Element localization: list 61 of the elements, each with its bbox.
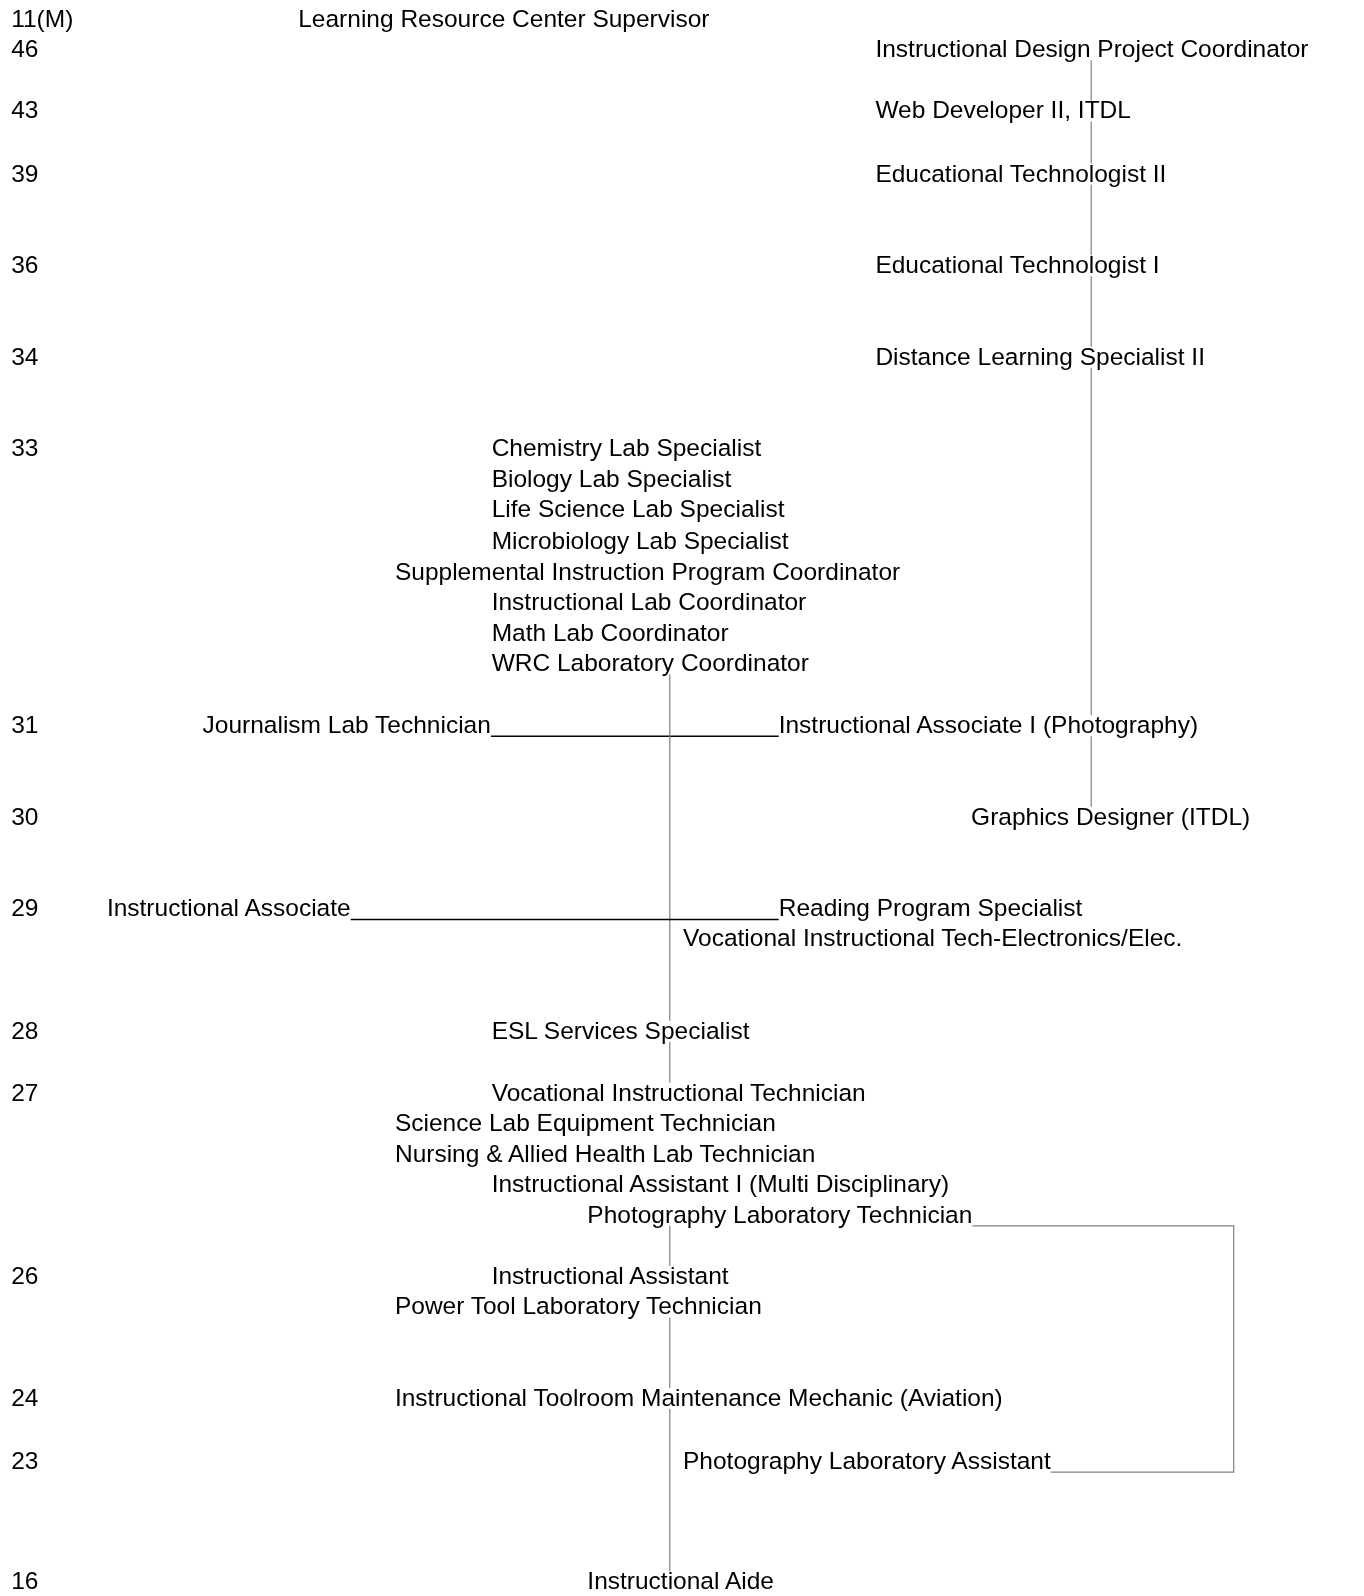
- job-title: Instructional Assistant I (Multi Disciplinary): [491, 1169, 950, 1199]
- job-title: Instructional Aide: [587, 1566, 774, 1596]
- job-title: Chemistry Lab Specialist: [491, 433, 762, 463]
- connector-line: [349, 918, 780, 921]
- connector-line: [1090, 120, 1092, 165]
- job-title: Biology Lab Specialist: [491, 463, 732, 493]
- connector-line: [669, 1225, 671, 1267]
- job-title: Distance Learning Specialist II: [875, 341, 1205, 371]
- grade-number: 26: [11, 1260, 39, 1290]
- job-title: Instructional Associate: [106, 893, 351, 923]
- connector-line: [1090, 275, 1092, 348]
- connector-line: [490, 735, 780, 738]
- job-title: Nursing & Allied Health Lab Technician: [394, 1138, 816, 1168]
- grade-number: 30: [11, 801, 39, 831]
- job-title: Photography Laboratory Assistant: [683, 1446, 1051, 1476]
- connector-line: [669, 1408, 671, 1572]
- connector-line: [1090, 183, 1092, 256]
- grade-number: 27: [11, 1077, 39, 1107]
- connector-line: [669, 673, 671, 1022]
- grade-number: 29: [11, 893, 39, 923]
- grade-number: 31: [11, 710, 39, 740]
- job-title: Graphics Designer (ITDL): [971, 801, 1251, 831]
- connector-line: [669, 1041, 671, 1084]
- grade-number: 39: [11, 158, 39, 188]
- job-title: Educational Technologist II: [875, 158, 1167, 188]
- grade-number: 46: [11, 34, 39, 64]
- job-title: Instructional Assistant: [491, 1260, 729, 1290]
- job-title: Instructional Associate I (Photography): [778, 710, 1199, 740]
- job-title: Journalism Lab Technician: [202, 710, 491, 740]
- grade-number: 24: [11, 1383, 39, 1413]
- job-title: Instructional Design Project Coordinator: [875, 34, 1309, 64]
- grade-number: 36: [11, 250, 39, 280]
- connector-line: [1090, 367, 1092, 716]
- job-title: Math Lab Coordinator: [491, 617, 729, 647]
- job-title: Web Developer II, ITDL: [875, 95, 1131, 125]
- job-title: Photography Laboratory Technician: [587, 1199, 973, 1229]
- job-title: Educational Technologist I: [875, 250, 1160, 280]
- grade-number: 28: [11, 1015, 39, 1045]
- grade-number: 23: [11, 1446, 39, 1476]
- grade-number: 43: [11, 95, 39, 125]
- job-title: Learning Resource Center Supervisor: [298, 3, 710, 33]
- grade-number: 16: [11, 1566, 39, 1596]
- grade-number: 11(M): [11, 3, 74, 33]
- job-title: WRC Laboratory Coordinator: [491, 648, 809, 678]
- job-title: Vocational Instructional Technician: [491, 1077, 866, 1107]
- job-title: Life Science Lab Specialist: [491, 494, 785, 524]
- job-title: Vocational Instructional Tech-Electronics/Elec.: [683, 923, 1183, 952]
- job-title: Reading Program Specialist: [778, 893, 1083, 923]
- connector-line: [1090, 59, 1092, 101]
- grade-number: 34: [11, 341, 39, 371]
- connector-line: [669, 1316, 671, 1389]
- job-title: Power Tool Laboratory Technician: [394, 1291, 762, 1321]
- job-title: Microbiology Lab Specialist: [491, 526, 789, 555]
- grade-number: 33: [11, 433, 39, 463]
- job-title: Instructional Toolroom Maintenance Mechanic (Aviation): [394, 1383, 1003, 1413]
- job-title: Science Lab Equipment Technician: [394, 1108, 776, 1138]
- job-title: Supplemental Instruction Program Coordinator: [394, 556, 901, 586]
- job-title: Instructional Lab Coordinator: [491, 587, 807, 617]
- connector-line: [971, 1225, 1235, 1473]
- job-title: ESL Services Specialist: [491, 1015, 750, 1045]
- connector-line: [1090, 735, 1092, 808]
